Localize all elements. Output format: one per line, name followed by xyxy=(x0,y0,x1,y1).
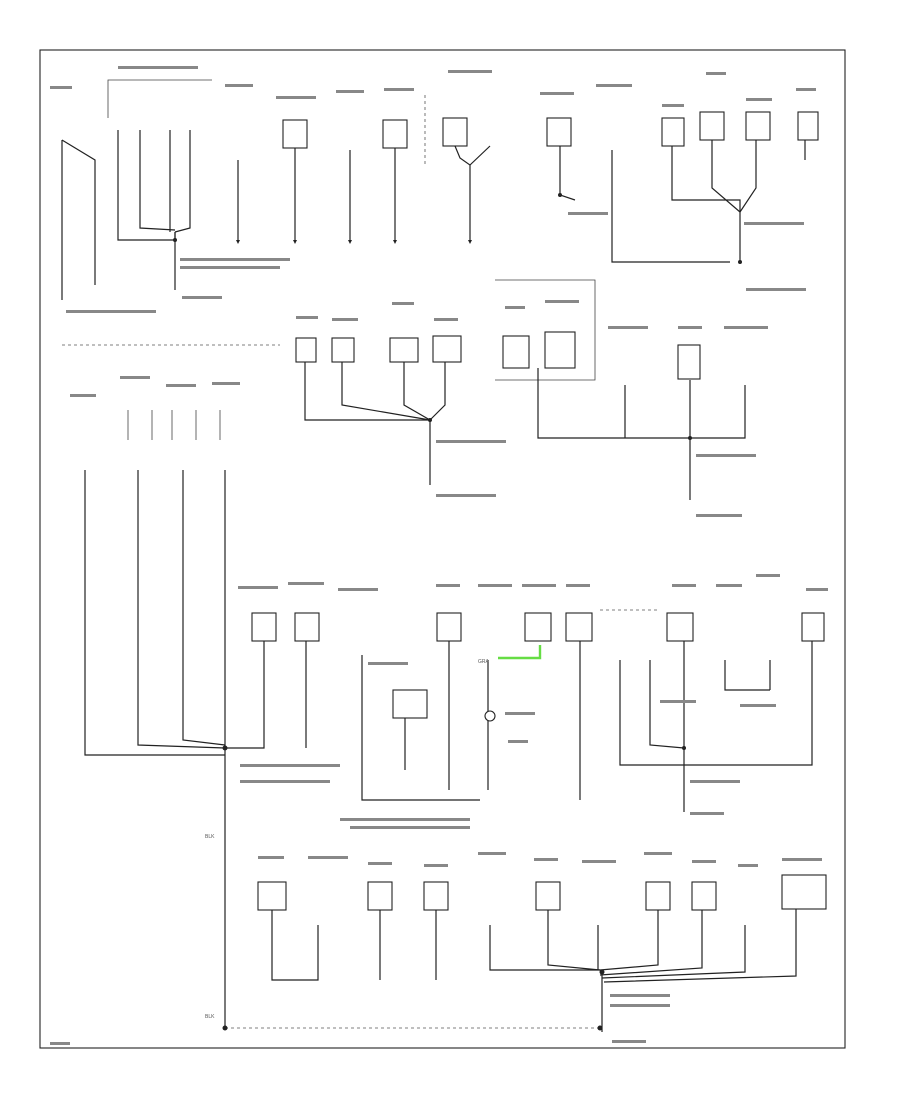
component-box xyxy=(442,117,468,147)
component-box xyxy=(502,335,530,369)
component-box xyxy=(423,881,449,911)
component-box xyxy=(436,612,462,642)
component-box xyxy=(257,881,287,911)
bottom-section xyxy=(50,852,827,1045)
component-box xyxy=(661,117,685,147)
component-box xyxy=(382,119,408,149)
component-box xyxy=(251,612,277,642)
component-box xyxy=(801,612,825,642)
top-section xyxy=(50,66,819,346)
middle-lower-section xyxy=(225,574,828,829)
wire-label: BLK xyxy=(205,1014,215,1020)
component-box xyxy=(389,337,419,363)
component-box xyxy=(691,881,717,911)
component-box xyxy=(565,612,593,642)
wire-label-group: BLK BLK GRA xyxy=(205,659,490,1020)
component-box xyxy=(699,111,725,141)
component-box xyxy=(546,117,572,147)
component-box xyxy=(745,111,771,141)
wire-label: GRA xyxy=(478,659,490,665)
splice-highlight xyxy=(498,645,542,660)
component-box xyxy=(367,881,393,911)
component-box xyxy=(797,111,819,141)
component-box xyxy=(666,612,694,642)
component-box xyxy=(294,612,320,642)
component-box xyxy=(781,874,827,910)
component-box xyxy=(535,881,561,911)
led-indicator xyxy=(484,710,496,722)
component-box xyxy=(524,612,552,642)
left-feed-wires xyxy=(84,410,228,1030)
component-box xyxy=(331,337,355,363)
wire-label: BLK xyxy=(205,834,215,840)
component-box xyxy=(432,335,462,363)
component-box xyxy=(392,689,428,719)
component-box xyxy=(295,337,317,363)
component-box xyxy=(677,344,701,380)
middle-upper-section xyxy=(70,279,768,517)
component-box xyxy=(645,881,671,911)
component-box xyxy=(544,331,576,369)
component-box xyxy=(282,119,308,149)
